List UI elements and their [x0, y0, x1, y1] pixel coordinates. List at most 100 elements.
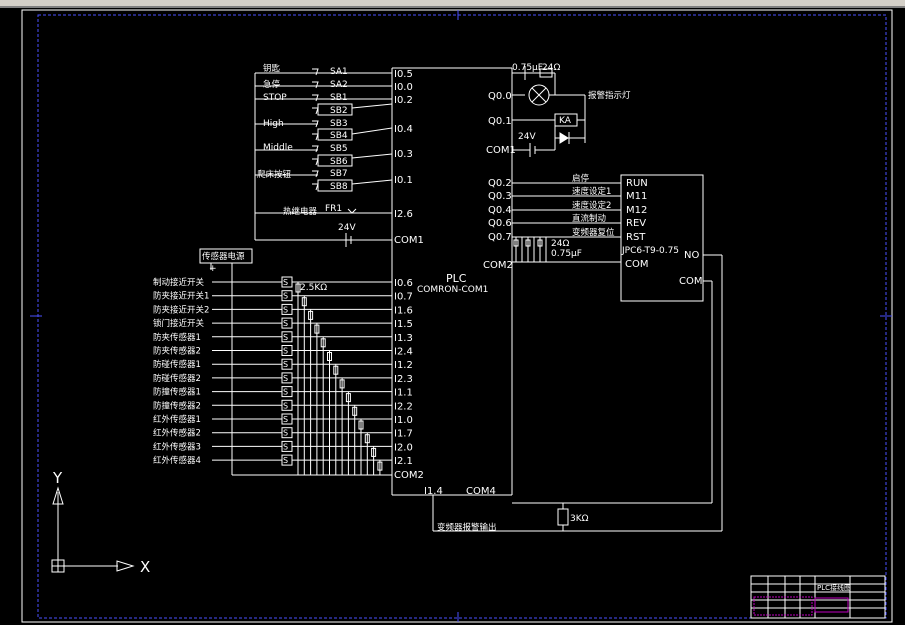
sensor-res-5: [327, 352, 332, 361]
plc-input-com1: COM1: [394, 235, 424, 246]
sensor-res-10: [358, 420, 364, 430]
inverter-term-3: REV: [626, 218, 646, 229]
sensor-input-1: I0.7: [394, 292, 413, 303]
sensor-box-glyph-13: S: [283, 456, 288, 465]
relay-id: FR1: [325, 204, 342, 214]
plc-input-i05: I0.5: [394, 69, 413, 80]
switch-id-8: SB7: [330, 169, 348, 179]
switch-cn-4: High: [263, 119, 284, 129]
sensor-box-glyph-10: S: [283, 415, 288, 424]
sensor-box-glyph-9: S: [283, 401, 288, 410]
switch-id-3: SB2: [330, 106, 348, 116]
sensor-box-glyph-7: S: [283, 374, 288, 383]
sensor-label-7: 防碰传感器2: [153, 373, 201, 384]
output-q-2: Q0.4: [488, 205, 512, 216]
relay-cn: 热继电器: [283, 206, 318, 217]
sensor-res-3: [314, 324, 320, 334]
sensor-box-glyph-0: S: [283, 278, 288, 287]
output-com1: COM1: [486, 145, 516, 156]
sensor-label-6: 防碰传感器1: [153, 359, 201, 370]
plc-input-i01: I0.1: [394, 175, 413, 186]
output-q-0: Q0.2: [488, 178, 512, 189]
sensor-label-10: 红外传感器1: [153, 414, 201, 425]
sensor-box-glyph-12: S: [283, 442, 288, 451]
sensor-label-12: 红外传感器3: [153, 441, 201, 452]
sensor-box-glyph-8: S: [283, 388, 288, 397]
ucs-icon: [51, 486, 135, 573]
sensor-input-11: I1.7: [394, 429, 413, 440]
alarm-output-label: 变频器报警输出: [437, 522, 497, 533]
sensor-com2: COM2: [394, 470, 424, 481]
output-cn-3: 直流制动: [572, 213, 607, 224]
sensor-input-10: I1.0: [394, 415, 413, 426]
cap-label-top: 0.75μF: [512, 63, 543, 73]
sensor-box-glyph-11: S: [283, 429, 288, 438]
switch-cn-1: 急停: [263, 79, 281, 90]
sensor-power-plus: +: [209, 264, 217, 274]
sensor-res-9: [352, 406, 358, 416]
output-q-4: Q0.7: [488, 232, 512, 243]
sensor-res-2: [308, 310, 314, 320]
sensor-input-7: I2.3: [394, 374, 413, 385]
sensor-input-3: I1.5: [394, 319, 413, 330]
output-q00: Q0.0: [488, 91, 512, 102]
sensor-res-12: [371, 447, 377, 457]
switch-cn-2: STOP: [263, 93, 287, 103]
sensor-input-5: I2.4: [394, 347, 413, 358]
sensor-label-0: 制动接近开关: [153, 277, 205, 288]
sensor-label-9: 防撞传感器2: [153, 400, 201, 411]
alarm-output-loop: [432, 254, 723, 532]
switch-id-7: SB6: [330, 157, 348, 167]
plc-input-i00: I0.0: [394, 82, 413, 93]
sensor-power-label: 传感器电源: [202, 251, 245, 262]
switch-block: [254, 72, 393, 241]
switch-id-1: SA2: [330, 80, 348, 90]
switch-contact-symbols: [312, 68, 357, 247]
sensor-box-glyph-4: S: [283, 333, 288, 342]
sensor-res-7: [339, 379, 345, 389]
switch-id-0: SA1: [330, 67, 348, 77]
output-cn-4: 变频器复位: [572, 227, 615, 238]
sensor-input-12: I2.0: [394, 442, 413, 453]
sensor-res-8: [345, 393, 351, 403]
sensor-input-9: I2.2: [394, 401, 413, 412]
title-block-name: PLC接线图: [817, 583, 851, 592]
ucs-x-label: X: [140, 558, 150, 576]
sensor-box-glyph-6: S: [283, 360, 288, 369]
switch-cn-0: 钥匙: [263, 63, 281, 74]
title-block: [750, 575, 886, 619]
sensor-power-box: [199, 248, 253, 264]
sensor-res-4: [320, 338, 326, 348]
sensor-box-glyph-1: S: [283, 292, 288, 301]
inverter-term-0: RUN: [626, 178, 648, 189]
output-q-1: Q0.3: [488, 191, 512, 202]
switch-id-4: SB3: [330, 119, 348, 129]
inverter-box: [620, 174, 704, 302]
toolbar-strip: [0, 0, 905, 6]
plc-name: PLC: [446, 272, 467, 285]
rc-snubbers: [512, 237, 621, 263]
switch-cn-8: 爬床按钮: [257, 169, 292, 180]
output-lamp-circuit: [512, 66, 586, 157]
inverter-com2: COM: [679, 276, 702, 287]
sensor-label-11: 红外传感器2: [153, 428, 201, 439]
sensor-res-13: [377, 461, 383, 471]
sensor-input-8: I1.1: [394, 388, 413, 399]
supply-24v-label: 24V: [338, 223, 356, 233]
plc-input-i03: I0.3: [394, 149, 413, 160]
switch-id-9: SB8: [330, 182, 348, 192]
plc-input-i26: I2.6: [394, 209, 413, 220]
sensor-input-4: I1.3: [394, 333, 413, 344]
ucs-y-label: Y: [52, 469, 63, 487]
sensor-label-5: 防夹传感器2: [153, 346, 201, 357]
resistor-2-5k-label: 2.5KΩ: [300, 283, 327, 293]
toolbar-shadow: [0, 6, 905, 8]
sensor-label-8: 防撞传感器1: [153, 387, 201, 398]
inverter-term-1: M11: [626, 191, 647, 202]
sensor-res-0: [295, 283, 301, 293]
sensor-res-6: [333, 365, 339, 375]
switch-cn-6: Middle: [263, 143, 293, 153]
